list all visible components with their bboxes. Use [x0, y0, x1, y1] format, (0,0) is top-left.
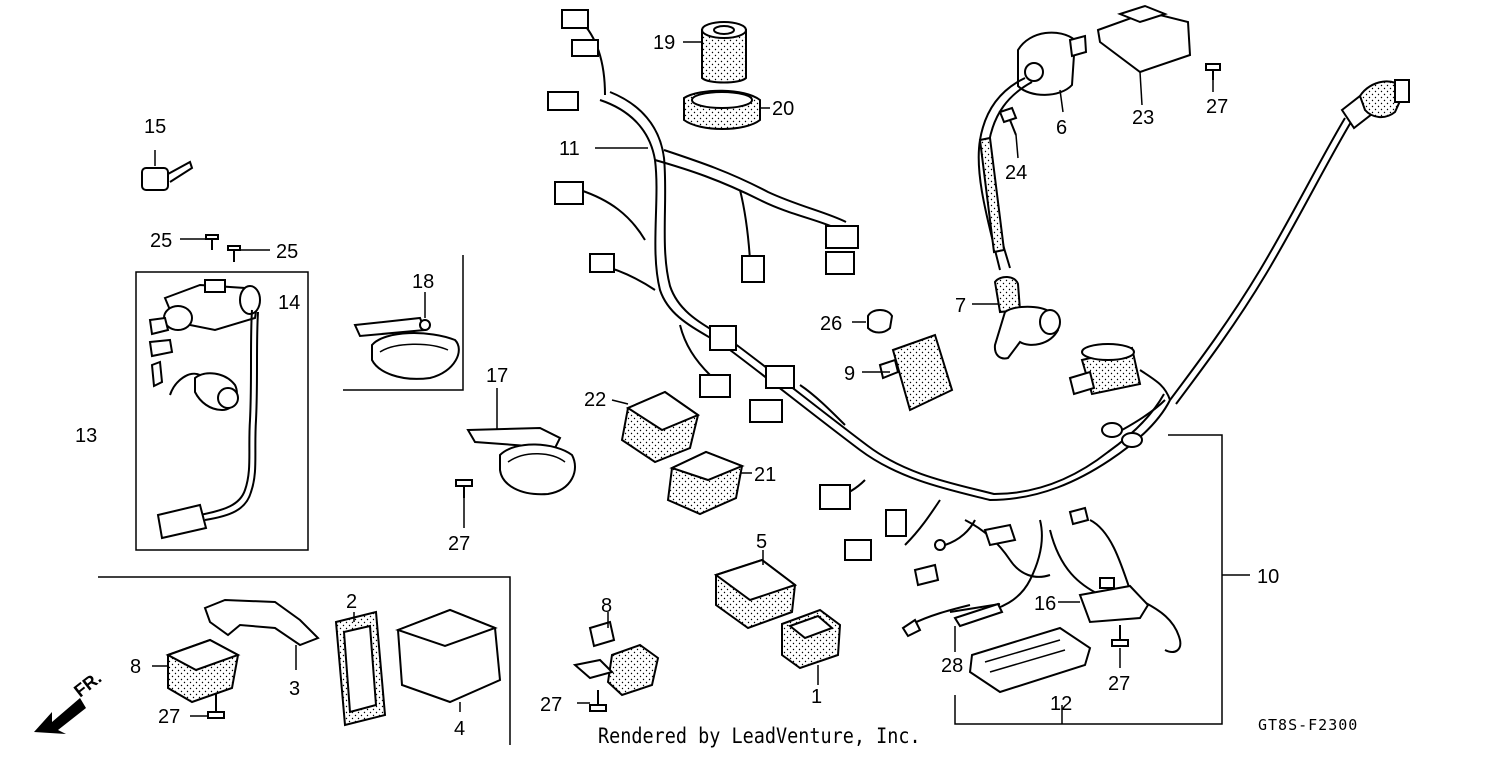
spark-plug-cap-7 [972, 276, 1061, 360]
callout-5: 5 [756, 531, 767, 553]
fuse-holder-cover-12 [968, 626, 1092, 694]
front-direction-arrow: FR. [34, 668, 105, 734]
callout-15: 15 [144, 116, 166, 138]
sub-harness-10 [901, 79, 1410, 725]
callout-23: 23 [1132, 107, 1154, 129]
callout-6: 6 [1056, 117, 1067, 139]
callout-16: 16 [1034, 593, 1056, 615]
horn-part-18 [353, 292, 460, 380]
callout-4: 4 [454, 718, 465, 740]
ignition-coil-6 [977, 31, 1088, 271]
fuse-box-5 [713, 550, 798, 630]
callout-9: 9 [844, 363, 855, 385]
callout-17: 17 [486, 365, 508, 387]
callout-12: 12 [1050, 693, 1072, 715]
relay-21 [666, 450, 752, 516]
render-credit: Rendered by LeadVenture, Inc. [598, 724, 921, 748]
rubber-mount-19 [683, 21, 747, 84]
callout-19: 19 [653, 32, 675, 54]
callout-11: 11 [559, 138, 580, 160]
screw-parts-25 [180, 234, 270, 262]
callout-labels: 15 25 25 14 13 18 17 27 8 3 2 4 27 19 20… [75, 32, 1279, 740]
callout-14: 14 [278, 292, 300, 314]
fuse-28 [953, 602, 1004, 652]
grommet-26 [852, 309, 894, 334]
callout-27: 27 [540, 694, 562, 716]
main-harness-11 [547, 9, 1171, 561]
callout-27: 27 [1206, 96, 1228, 118]
relay-22 [611, 390, 701, 464]
callout-10: 10 [1257, 566, 1279, 588]
horn-part-17 [466, 388, 576, 496]
frame-lines [98, 255, 511, 745]
callout-18: 18 [412, 271, 434, 293]
callout-1: 1 [811, 686, 822, 708]
bracket-23 [1096, 4, 1192, 106]
callout-3: 3 [289, 678, 300, 700]
callout-25: 25 [150, 230, 172, 252]
bolt-parts-27 [190, 63, 1221, 719]
relay-8-mid [572, 612, 660, 697]
callout-2: 2 [346, 591, 357, 613]
callout-27: 27 [1108, 673, 1130, 695]
callout-28: 28 [941, 655, 963, 677]
callout-7: 7 [955, 295, 966, 317]
fuse-cover-1 [781, 608, 842, 685]
callout-13: 13 [75, 425, 97, 447]
callout-26: 26 [820, 313, 842, 335]
drawing-code: GT8S-F2300 [1258, 716, 1359, 734]
direction-label: FR. [70, 668, 105, 702]
callout-27: 27 [158, 706, 180, 728]
control-unit-4 [395, 608, 502, 712]
callout-8: 8 [130, 656, 141, 678]
callout-22: 22 [584, 389, 606, 411]
rubber-2 [334, 610, 387, 727]
relay-8-left [152, 638, 241, 704]
regulator-9 [862, 333, 954, 412]
key-part [141, 150, 194, 191]
rubber-band-20 [683, 89, 770, 130]
callout-25: 25 [276, 241, 298, 263]
bolt-24 [998, 106, 1019, 159]
bracket-3 [203, 598, 320, 670]
callout-27: 27 [448, 533, 470, 555]
callout-24: 24 [1005, 162, 1027, 184]
ignition-switch-part [148, 279, 261, 540]
callout-21: 21 [754, 464, 776, 486]
callout-8: 8 [601, 595, 612, 617]
callout-20: 20 [772, 98, 794, 120]
sensor-16 [1058, 577, 1150, 624]
